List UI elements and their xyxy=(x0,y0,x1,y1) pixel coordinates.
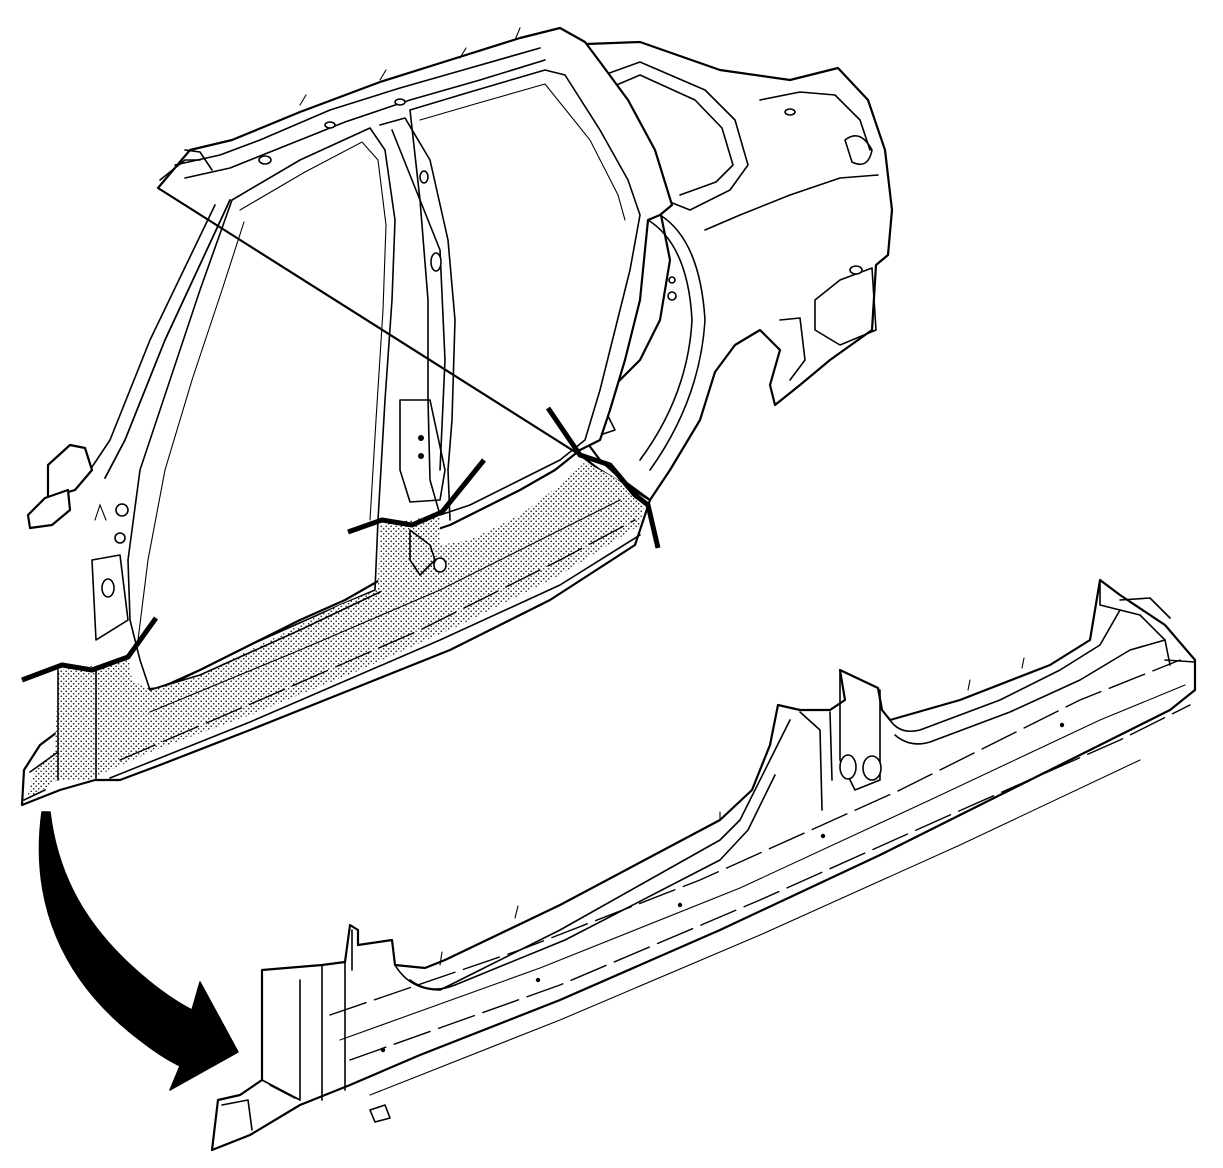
rocker-replacement-area xyxy=(26,462,645,800)
rocker-panel-service-part xyxy=(210,578,1197,1152)
center-pillar xyxy=(379,117,456,521)
removal-direction-arrow xyxy=(38,811,239,1091)
arrow-shaft xyxy=(38,811,239,1091)
cut-lines xyxy=(21,406,661,683)
rear-door-opening xyxy=(409,69,641,516)
body-side-frame xyxy=(20,26,894,807)
rocker-panel-outline xyxy=(210,578,1197,1152)
center-pillar-cut xyxy=(347,458,486,535)
rear-pillar-cut xyxy=(545,406,661,549)
front-door-opening xyxy=(127,127,396,691)
front-pillar-cut xyxy=(21,616,159,683)
